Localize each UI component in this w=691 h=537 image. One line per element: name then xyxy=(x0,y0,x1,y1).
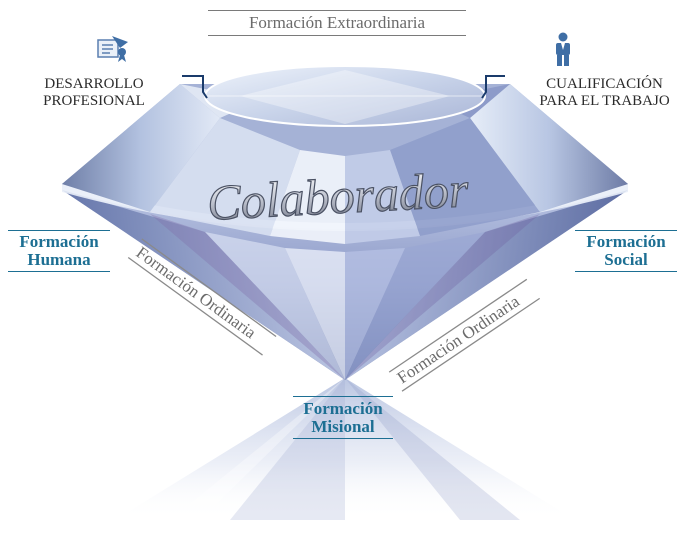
left-top-label: DESARROLLO PROFESIONAL xyxy=(28,76,160,110)
right-mid-label: Formación Social xyxy=(575,233,677,269)
left-bracket-line xyxy=(182,75,208,99)
center-title: Colaborador xyxy=(206,161,470,231)
right-mid-line1: Formación xyxy=(586,232,666,251)
left-mid-line2: Humana xyxy=(27,250,91,269)
right-mid-line2: Social xyxy=(604,250,648,269)
bottom-rule-top xyxy=(293,396,393,397)
gem-pavilion xyxy=(62,190,628,380)
bottom-label: Formación Misional xyxy=(293,400,393,436)
left-mid-rule-bottom xyxy=(8,271,110,272)
right-top-line1: CUALIFICACIÓN xyxy=(546,76,663,92)
gem-table xyxy=(204,65,486,127)
left-mid-line1: Formación xyxy=(19,232,99,251)
bottom-rule-bottom xyxy=(293,438,393,439)
top-label: Formación Extraordinaria xyxy=(248,13,426,32)
certificate-icon xyxy=(97,36,128,62)
right-top-label: CUALIFICACIÓN PARA EL TRABAJO xyxy=(522,76,687,110)
bottom-line1: Formación xyxy=(303,399,383,418)
top-label-rule-bottom xyxy=(208,35,466,36)
top-label-rule-top xyxy=(208,10,466,11)
right-mid-rule-top xyxy=(575,230,677,231)
bottom-line2: Misional xyxy=(311,417,375,436)
right-mid-rule-bottom xyxy=(575,271,677,272)
gem-crown xyxy=(62,84,628,244)
gem-reflection xyxy=(115,378,575,520)
left-top-line2: PROFESIONAL xyxy=(43,93,145,109)
right-top-line2: PARA EL TRABAJO xyxy=(539,93,670,109)
right-bracket-line xyxy=(481,75,505,99)
worker-person-icon xyxy=(556,32,570,66)
left-mid-rule-top xyxy=(8,230,110,231)
left-mid-label: Formación Humana xyxy=(8,233,110,269)
left-top-line1: DESARROLLO xyxy=(44,76,144,92)
